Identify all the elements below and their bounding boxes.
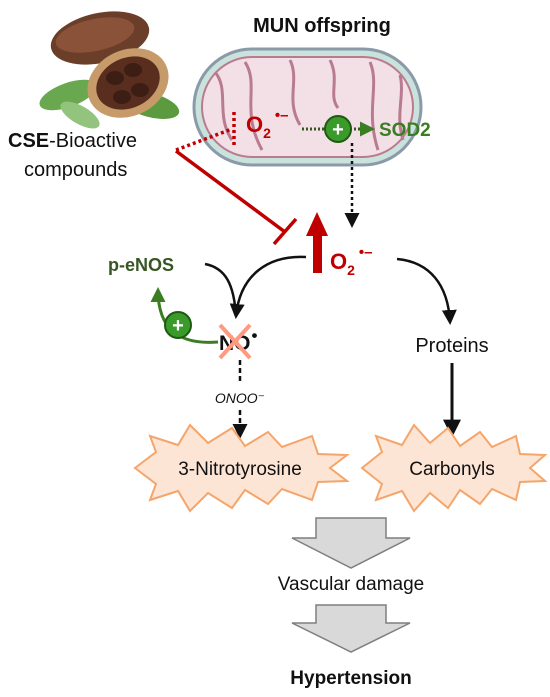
mitochondrion-image [192,47,423,167]
block-arrow-to-vascular [291,517,411,569]
nitrotyrosine-burst [133,423,350,513]
mito-superoxide-label: O2•– [246,107,289,141]
increase-arrow-icon [306,212,328,273]
nitrotyrosine-label: 3-Nitrotyrosine [178,459,302,480]
p-enos-to-no-arrow [204,262,238,317]
title: MUN offspring [253,15,391,37]
hypertension-label: Hypertension [290,668,411,689]
onoo-label: ONOO⁻ [215,390,265,406]
carbonyls-label: Carbonyls [409,459,495,480]
cacao-pod-image [39,11,180,129]
cse-inhibits-mito-dotted [175,127,233,152]
cse-label-line2: compounds [24,159,127,181]
cse-inhibition-line [174,149,287,234]
cse-label-line1: CSE-Bioactive [8,130,137,152]
superoxide-to-proteins-arrow [396,257,457,325]
plus-circle-sod2 [324,115,352,143]
cross-icon [218,323,252,360]
cse-inhibition-bar [272,217,298,246]
block-arrow-to-hypertension [291,604,411,653]
plus-icon-sod2: + [332,119,344,141]
superoxide-to-no-arrow [229,255,307,319]
proteins-label: Proteins [415,335,488,357]
plus-circle-enos [164,311,192,339]
carbonyls-burst [360,423,548,513]
plus-icon-enos: + [172,315,184,337]
superoxide-label: O2•– [330,244,373,278]
sod2-label: SOD2 [379,120,431,141]
vascular-damage-label: Vascular damage [278,574,424,595]
p-enos-label: p-eNOS [108,255,174,275]
